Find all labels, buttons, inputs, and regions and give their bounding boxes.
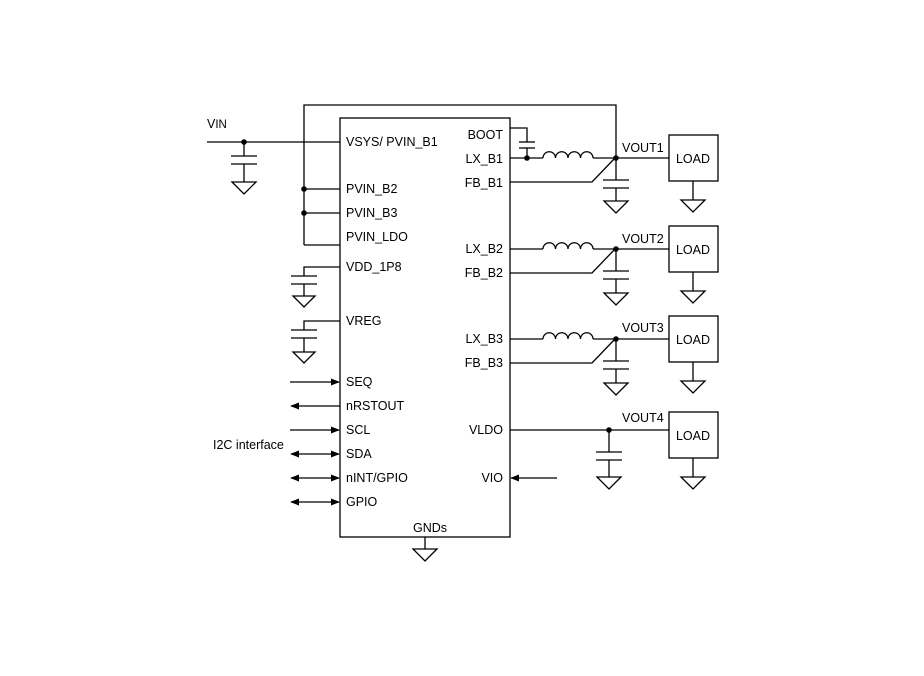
i2c-interface-label: I2C interface: [213, 438, 284, 452]
pin-label-vio: VIO: [481, 471, 503, 485]
pin-label-lx-b2: LX_B2: [465, 242, 503, 256]
pin-label-gnds: GNDs: [413, 521, 447, 535]
load-label-1: LOAD: [676, 152, 710, 166]
pin-label-seq: SEQ: [346, 375, 373, 389]
buck3-output-stage: [510, 332, 669, 396]
vout1-label: VOUT1: [622, 141, 664, 155]
pin-label-nint-gpio: nINT/GPIO: [346, 471, 408, 485]
vout2-label: VOUT2: [622, 232, 664, 246]
supply-rail-wiring: [303, 104, 617, 246]
vin-input-wiring: [207, 141, 340, 195]
junction-dot: [301, 210, 307, 216]
load-label-2: LOAD: [676, 243, 710, 257]
pin-label-lx-b3: LX_B3: [465, 332, 503, 346]
pin-label-pvin-b2: PVIN_B2: [346, 182, 397, 196]
ldo-output-stage: [510, 429, 669, 490]
pin-label-fb-b3: FB_B3: [465, 356, 503, 370]
junction-dot: [613, 246, 619, 252]
junction-dot: [241, 139, 247, 145]
vin-label: VIN: [207, 117, 227, 131]
junction-dot: [613, 336, 619, 342]
pin-label-scl: SCL: [346, 423, 370, 437]
buck1-output-stage: [510, 127, 669, 214]
pin-label-vsys-pvin-b1: VSYS/ PVIN_B1: [346, 135, 438, 149]
junction-dot: [606, 427, 612, 433]
pin-label-boot: BOOT: [468, 128, 504, 142]
load-box-1: [668, 134, 719, 213]
pin-label-nrstout: nRSTOUT: [346, 399, 404, 413]
junction-dot: [301, 186, 307, 192]
pin-label-fb-b1: FB_B1: [465, 176, 503, 190]
load-box-4: [668, 411, 719, 490]
vout3-label: VOUT3: [622, 321, 664, 335]
load-label-4: LOAD: [676, 429, 710, 443]
pin-label-lx-b1: LX_B1: [465, 152, 503, 166]
pin-label-vldo: VLDO: [469, 423, 503, 437]
pin-label-gpio: GPIO: [346, 495, 378, 509]
buck2-output-stage: [510, 242, 669, 306]
pin-label-vdd-1p8: VDD_1P8: [346, 260, 402, 274]
junction-dot: [613, 155, 619, 161]
ic-ground-symbol: [411, 537, 439, 562]
load-label-3: LOAD: [676, 333, 710, 347]
vout4-label: VOUT4: [622, 411, 664, 425]
junction-dot: [524, 155, 530, 161]
load-box-3: [668, 315, 719, 394]
pin-label-vreg: VREG: [346, 314, 381, 328]
vreg-capacitor: [291, 320, 340, 364]
pin-label-sda: SDA: [346, 447, 372, 461]
pin-label-pvin-b3: PVIN_B3: [346, 206, 397, 220]
load-box-2: [668, 225, 719, 304]
pin-label-pvin-ldo: PVIN_LDO: [346, 230, 408, 244]
pin-label-fb-b2: FB_B2: [465, 266, 503, 280]
vdd-1p8-capacitor: [291, 266, 340, 308]
